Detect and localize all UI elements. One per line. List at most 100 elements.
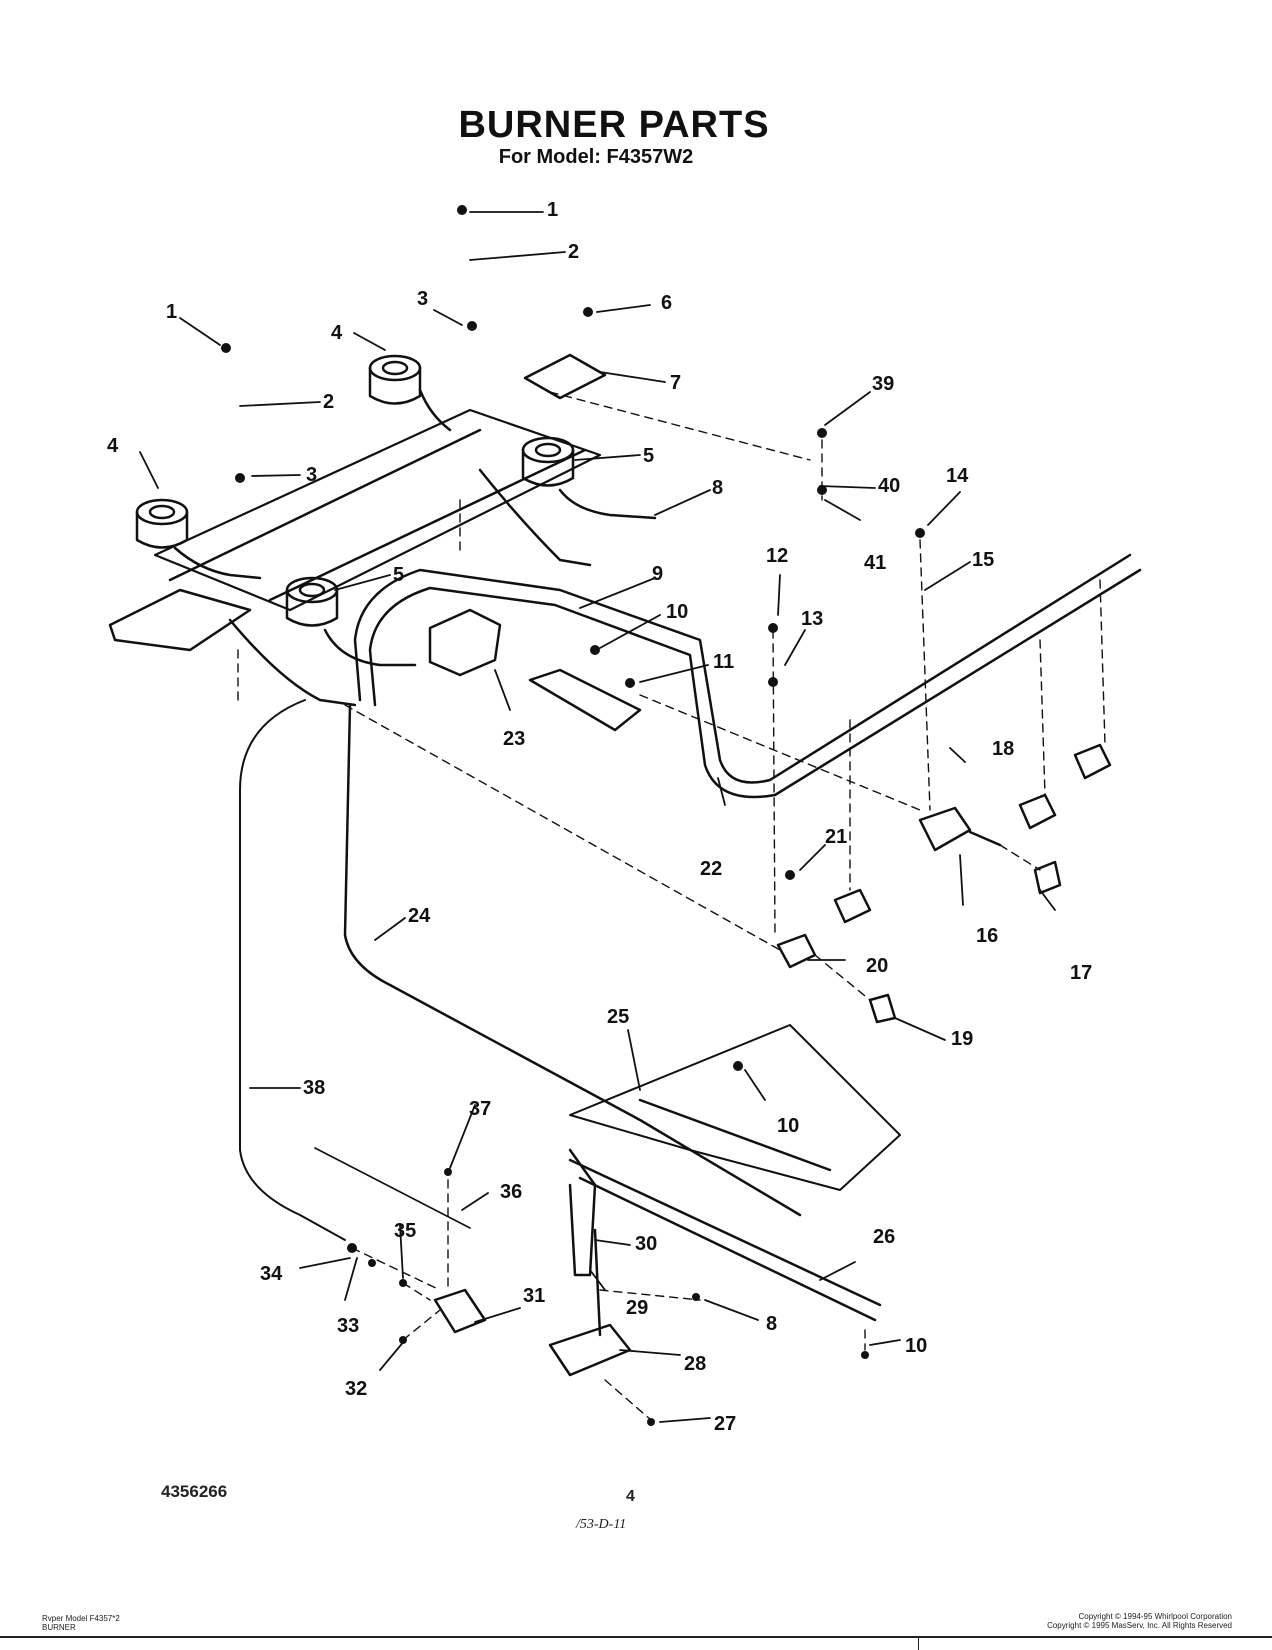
model-section: BURNER bbox=[42, 1623, 76, 1632]
gas-valve bbox=[776, 933, 817, 969]
callout-16: 16 bbox=[976, 925, 998, 947]
valve-knob-stem bbox=[868, 993, 897, 1024]
manifold-pipe bbox=[368, 568, 1142, 799]
callout-38: 38 bbox=[303, 1077, 325, 1099]
footer-rule bbox=[0, 1636, 1272, 1638]
manifold-pipe bbox=[353, 553, 1132, 784]
burner-tube bbox=[228, 618, 357, 707]
thermostat-valve bbox=[548, 1323, 632, 1377]
model-line: Rvper Model F4357*2 bbox=[42, 1614, 120, 1623]
callout-10: 10 bbox=[666, 601, 688, 623]
document-number: 4356266 bbox=[161, 1482, 228, 1501]
callout-21: 21 bbox=[825, 826, 847, 848]
callout-7: 7 bbox=[670, 372, 681, 394]
burner-frame-bar bbox=[168, 428, 482, 582]
burner-frame-bar bbox=[153, 408, 602, 612]
thermostat-valve bbox=[593, 1228, 602, 1337]
callout-20: 20 bbox=[866, 955, 888, 977]
pressure-regulator bbox=[428, 608, 502, 677]
support-bracket bbox=[108, 588, 252, 652]
callout-4: 4 bbox=[107, 435, 119, 457]
regulator-body bbox=[528, 668, 642, 732]
gas-line bbox=[343, 703, 802, 1217]
copyright-info: Copyright © 1994-95 Whirlpool Corporatio… bbox=[1047, 1612, 1232, 1630]
model-info: Rvper Model F4357*2 BURNER bbox=[42, 1614, 120, 1632]
callout-12: 12 bbox=[766, 545, 788, 567]
callout-22: 22 bbox=[700, 858, 722, 880]
callout-33: 33 bbox=[337, 1315, 359, 1337]
callout-23: 23 bbox=[503, 728, 525, 750]
callout-14: 14 bbox=[946, 465, 969, 487]
callout-31: 31 bbox=[523, 1285, 545, 1307]
callout-39: 39 bbox=[872, 373, 894, 395]
callout-3: 3 bbox=[306, 464, 317, 486]
callout-29: 29 bbox=[626, 1297, 648, 1319]
callout-32: 32 bbox=[345, 1378, 367, 1400]
gas-line bbox=[239, 699, 346, 1241]
callout-1: 1 bbox=[547, 199, 558, 221]
page-title: BURNER PARTS bbox=[458, 104, 770, 146]
callout-41: 41 bbox=[864, 552, 886, 574]
callout-5: 5 bbox=[643, 445, 654, 467]
burner-tube bbox=[478, 468, 592, 567]
callout-24: 24 bbox=[408, 905, 431, 927]
burner-frame-bar bbox=[268, 448, 587, 602]
callout-28: 28 bbox=[684, 1353, 706, 1375]
footer-rule-tick bbox=[918, 1636, 919, 1650]
callout-8: 8 bbox=[712, 477, 723, 499]
callout-40: 40 bbox=[878, 475, 900, 497]
handwritten-note: /53-D-11 bbox=[576, 1517, 627, 1532]
heat-shield-plate bbox=[638, 1098, 832, 1172]
model-subtitle: For Model: F4357W2 bbox=[498, 146, 694, 168]
callout-10: 10 bbox=[905, 1335, 927, 1357]
callout-37: 37 bbox=[469, 1098, 491, 1120]
callout-30: 30 bbox=[635, 1233, 657, 1255]
callout-2: 2 bbox=[323, 391, 334, 413]
callout-19: 19 bbox=[951, 1028, 973, 1050]
callout-5: 5 bbox=[393, 564, 404, 586]
callout-2: 2 bbox=[568, 241, 579, 263]
burner-tube bbox=[558, 488, 657, 520]
page-number: 4 bbox=[626, 1488, 635, 1505]
callout-17: 17 bbox=[1070, 962, 1092, 984]
callout-34: 34 bbox=[260, 1263, 283, 1285]
callout-26: 26 bbox=[873, 1226, 895, 1248]
copyright-line: Copyright © 1995 MasServ, Inc. All Right… bbox=[1047, 1621, 1232, 1630]
gas-valve bbox=[833, 888, 872, 924]
oven-burner-tube bbox=[568, 1158, 882, 1307]
burner-head bbox=[521, 436, 575, 487]
callout-11: 11 bbox=[713, 651, 734, 673]
callout-13: 13 bbox=[801, 608, 823, 630]
callout-36: 36 bbox=[500, 1181, 522, 1203]
gas-valve bbox=[1073, 743, 1112, 780]
diagram-artwork bbox=[108, 205, 1142, 1426]
callout-1: 1 bbox=[166, 301, 177, 323]
burner-head bbox=[368, 354, 422, 405]
fastener-dots bbox=[221, 205, 925, 1426]
callout-labels: 1 1 2 2 3 3 4 4 5 5 6 7 8 8 9 10 10 10 1… bbox=[107, 199, 1092, 1435]
burner-head bbox=[285, 576, 339, 627]
callout-8: 8 bbox=[766, 1313, 777, 1335]
mounting-bracket bbox=[568, 1148, 597, 1277]
callout-4: 4 bbox=[331, 322, 343, 344]
callout-3: 3 bbox=[417, 288, 428, 310]
spark-electrode bbox=[314, 1147, 471, 1229]
callout-25: 25 bbox=[607, 1006, 629, 1028]
callout-9: 9 bbox=[652, 563, 663, 585]
callout-6: 6 bbox=[661, 292, 672, 314]
support-bracket bbox=[523, 353, 607, 400]
oven-burner-tube bbox=[578, 1176, 877, 1322]
leader-lines bbox=[139, 211, 1056, 1423]
copyright-line: Copyright © 1994-95 Whirlpool Corporatio… bbox=[1078, 1612, 1232, 1621]
valve-knob-stem bbox=[1033, 860, 1062, 895]
burner-tube bbox=[418, 388, 452, 432]
callout-27: 27 bbox=[714, 1413, 736, 1435]
callout-10: 10 bbox=[777, 1115, 799, 1137]
burner-tube bbox=[323, 628, 417, 667]
gas-valve bbox=[918, 806, 1002, 852]
burner-head bbox=[135, 498, 189, 549]
callout-15: 15 bbox=[972, 549, 994, 571]
callout-18: 18 bbox=[992, 738, 1014, 760]
heat-shield-plate bbox=[569, 1024, 901, 1191]
